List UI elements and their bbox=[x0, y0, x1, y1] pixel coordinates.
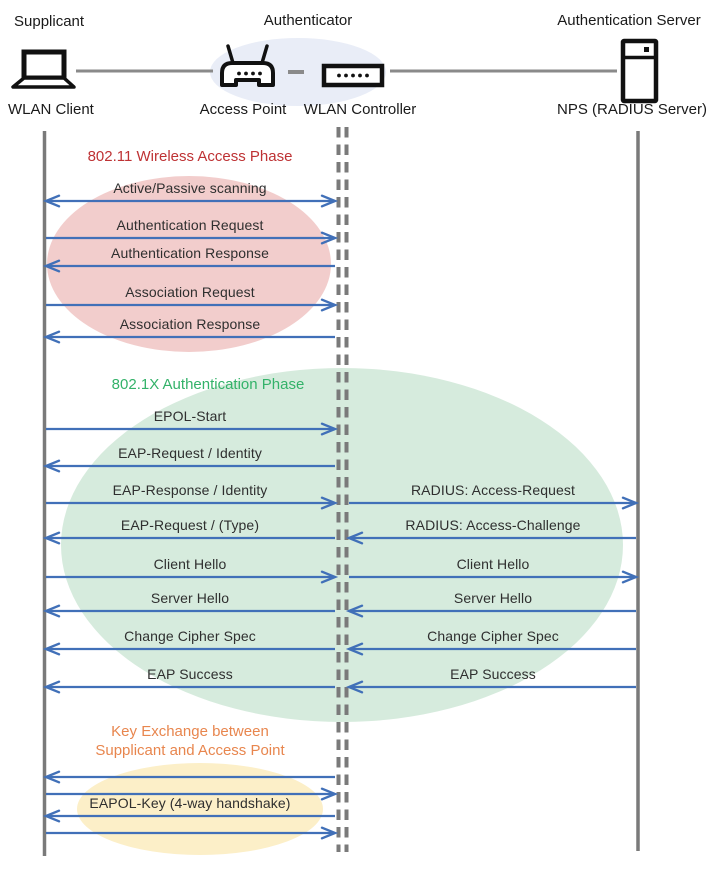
arrowhead bbox=[345, 642, 364, 656]
message-label: EAP Success bbox=[147, 666, 233, 682]
arrowhead bbox=[42, 770, 61, 784]
arrowhead bbox=[42, 531, 61, 545]
arrowhead bbox=[42, 330, 61, 344]
message-arrows bbox=[42, 194, 640, 840]
arrowhead bbox=[42, 680, 61, 694]
message-label: RADIUS: Access-Request bbox=[410, 482, 576, 498]
arrowhead bbox=[345, 531, 364, 545]
message-label: Change Cipher Spec bbox=[124, 628, 256, 644]
header-connectors bbox=[76, 69, 617, 74]
message-label: EAP-Request / Identity bbox=[118, 445, 262, 461]
message-label: Server Hello bbox=[150, 590, 230, 606]
phase-ellipse-wireless bbox=[47, 176, 331, 352]
arrowhead bbox=[42, 194, 61, 208]
arrowhead bbox=[42, 459, 61, 473]
message-label: EAP-Request / (Type) bbox=[120, 517, 260, 533]
device-label-nps: NPS (RADIUS Server) bbox=[556, 101, 708, 118]
phase-title-key_exchange: Key Exchange between Supplicant and Acce… bbox=[95, 723, 285, 759]
arrowhead bbox=[345, 604, 364, 618]
device-label-wlan-client: WLAN Client bbox=[8, 101, 94, 118]
laptop-icon bbox=[11, 49, 76, 89]
arrowhead bbox=[345, 680, 364, 694]
arrowhead bbox=[320, 298, 339, 312]
access-point-icon bbox=[220, 44, 275, 87]
message-label: Client Hello bbox=[153, 556, 227, 572]
arrowhead bbox=[320, 231, 339, 245]
message-label: Authentication Request bbox=[116, 217, 264, 233]
message-label: Association Request bbox=[125, 284, 255, 300]
role-label-authentication-server: Authentication Server bbox=[557, 12, 701, 29]
message-label: EPOL-Start bbox=[153, 408, 227, 424]
message-label: EAP Success bbox=[450, 666, 536, 682]
phase-ellipse-dot1x bbox=[61, 368, 623, 722]
message-label: EAPOL-Key (4-way handshake) bbox=[89, 795, 291, 811]
arrowhead bbox=[320, 496, 339, 510]
device-label-wlan-controller: WLAN Controller bbox=[303, 101, 417, 118]
message-label: EAP-Response / Identity bbox=[112, 482, 268, 498]
arrowhead bbox=[42, 259, 61, 273]
arrowhead bbox=[621, 496, 640, 510]
message-label: Association Response bbox=[119, 316, 261, 332]
arrowhead bbox=[320, 787, 339, 801]
message-label: Active/Passive scanning bbox=[113, 180, 267, 196]
role-label-supplicant: Supplicant bbox=[14, 13, 85, 30]
message-label: Change Cipher Spec bbox=[427, 628, 559, 644]
message-label: Authentication Response bbox=[111, 245, 269, 261]
phase-title-wireless: 802.11 Wireless Access Phase bbox=[87, 148, 293, 165]
arrowhead bbox=[42, 604, 61, 618]
arrowhead bbox=[621, 570, 640, 584]
wlan-controller-icon bbox=[321, 63, 385, 88]
message-label: Server Hello bbox=[453, 590, 533, 606]
arrowhead bbox=[42, 642, 61, 656]
device-label-access-point: Access Point bbox=[199, 101, 287, 118]
arrowhead bbox=[320, 570, 339, 584]
lifelines bbox=[42, 127, 640, 856]
arrowhead bbox=[42, 809, 61, 823]
message-label: RADIUS: Access-Challenge bbox=[405, 517, 581, 533]
phase-title-dot1x: 802.1X Authentication Phase bbox=[111, 376, 305, 393]
message-label: Client Hello bbox=[456, 556, 530, 572]
role-label-authenticator: Authenticator bbox=[263, 12, 353, 29]
server-icon bbox=[620, 38, 659, 104]
arrowhead bbox=[320, 422, 339, 436]
arrowhead bbox=[320, 194, 339, 208]
arrowhead bbox=[320, 826, 339, 840]
